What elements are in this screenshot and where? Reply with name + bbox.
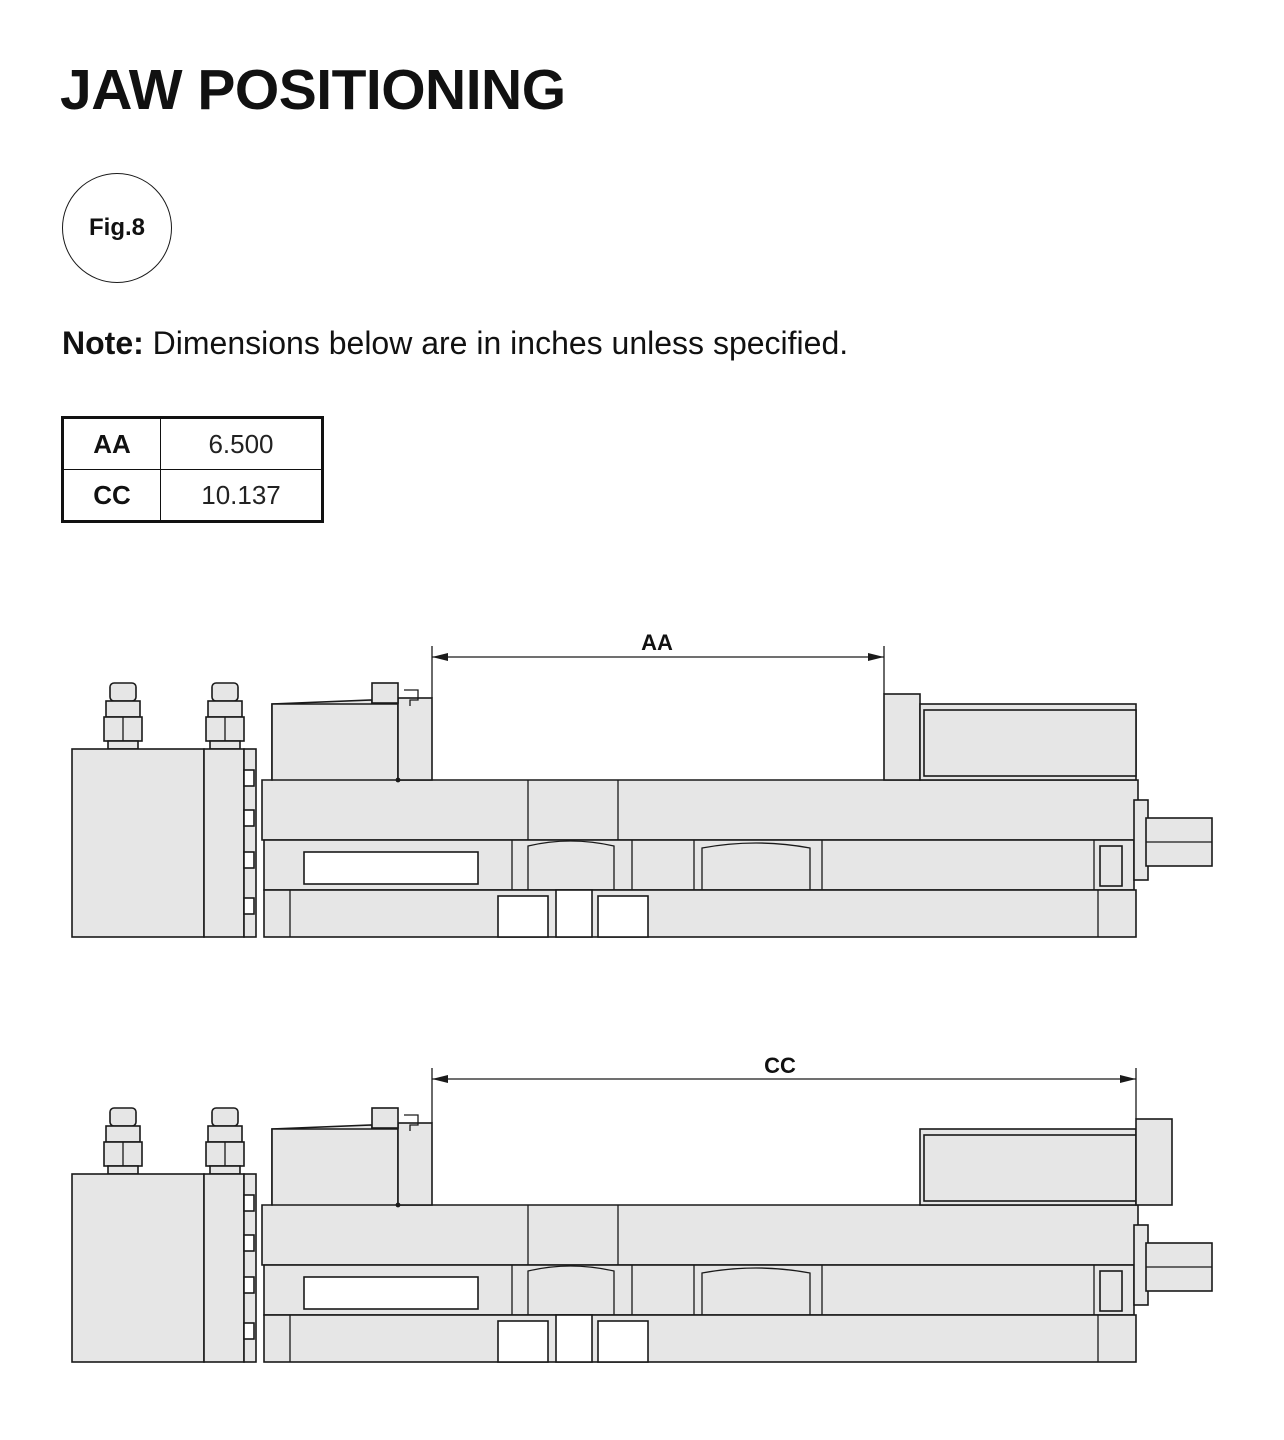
dimension-label-aa: AA xyxy=(641,630,673,655)
page-title: JAW POSITIONING xyxy=(60,58,566,122)
table-row: CC 10.137 xyxy=(62,469,323,522)
figure-label: Fig.8 xyxy=(88,214,145,241)
note: Note: Dimensions below are in inches unl… xyxy=(62,324,848,362)
movable-jaw xyxy=(883,693,921,781)
dimension-cc: CC xyxy=(431,1053,1137,1123)
dimension-aa: AA xyxy=(431,630,885,698)
movable-jaw xyxy=(1135,1118,1173,1206)
dimension-label-cc: CC xyxy=(764,1053,796,1078)
note-text: Dimensions below are in inches unless sp… xyxy=(152,325,849,361)
vise-drawing-top: AA xyxy=(71,630,1213,938)
figure-badge: Fig.8 xyxy=(62,173,172,283)
dimensions-table: AA 6.500 CC 10.137 xyxy=(61,416,324,523)
dimension-value: 10.137 xyxy=(160,469,323,522)
dimension-key: AA xyxy=(62,417,161,470)
vise-drawing-bottom: CC xyxy=(71,1053,1213,1363)
note-label: Note: xyxy=(62,325,144,361)
dimension-key: CC xyxy=(62,469,161,522)
